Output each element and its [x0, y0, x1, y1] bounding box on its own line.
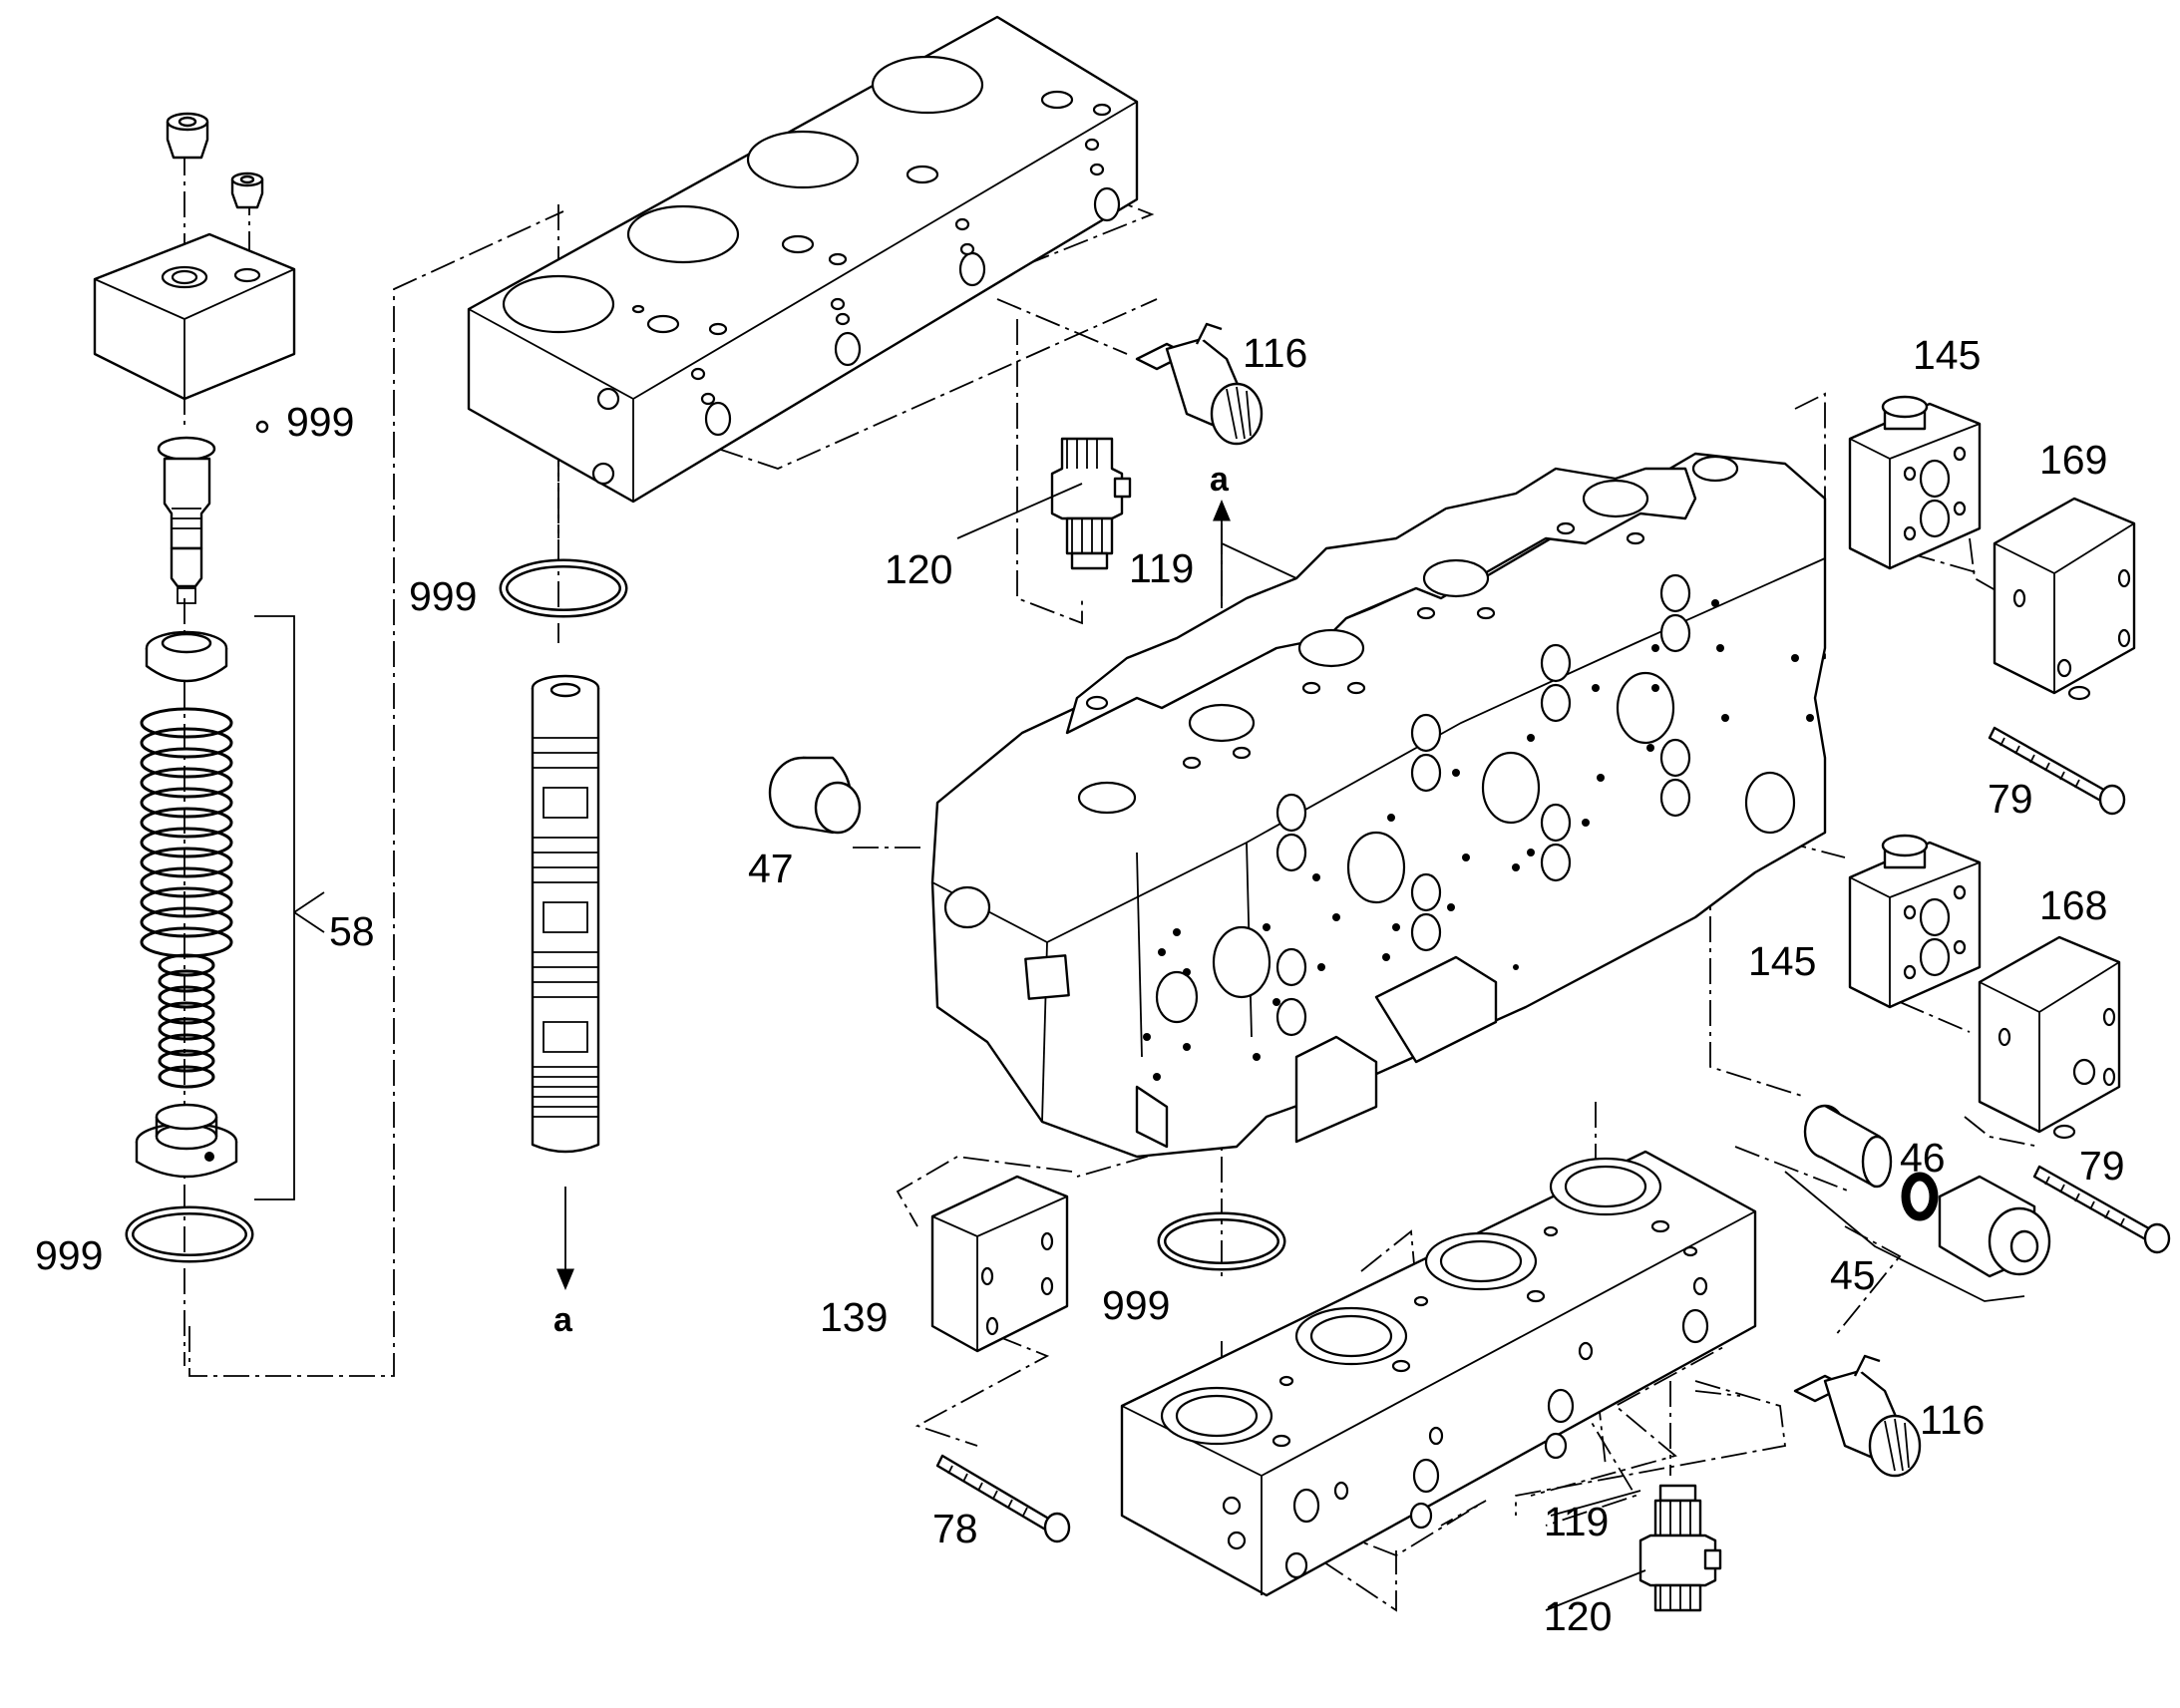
label-169: 169	[2039, 437, 2107, 483]
plug-small-large	[166, 112, 209, 160]
solenoid-116-bottom	[1793, 1354, 1922, 1478]
label-116: 116	[1243, 330, 1307, 376]
label-120: 120	[885, 546, 952, 592]
label-119: 119	[1129, 545, 1194, 591]
block-145-bottom	[1848, 834, 1982, 1009]
sleeve-45	[1803, 1104, 1893, 1189]
block-145-top	[1848, 395, 1982, 570]
label-78: 78	[932, 1506, 978, 1551]
label-a: a	[553, 1301, 573, 1339]
plug-small	[230, 171, 264, 209]
label-999: 999	[35, 1232, 103, 1278]
large-spring	[140, 707, 233, 958]
small-oring	[255, 420, 269, 434]
label-45: 45	[1830, 1252, 1876, 1298]
label-79: 79	[1988, 776, 2033, 822]
label-119: 119	[1544, 1499, 1609, 1544]
check-valve-45	[1938, 1175, 2051, 1278]
small-spring	[158, 953, 215, 1089]
label-a: a	[1210, 461, 1230, 499]
label-168: 168	[2039, 882, 2107, 928]
cartridge-120-bottom	[1638, 1484, 1722, 1612]
piston	[157, 436, 216, 604]
block-169	[1993, 497, 2136, 701]
label-145: 145	[1748, 938, 1816, 984]
label-120: 120	[1544, 1593, 1612, 1639]
part-labels: 999 58 999 999 a a 116 120 119 145 169 7…	[35, 330, 2125, 1639]
leader-lines	[956, 483, 1646, 1611]
cover-block	[93, 232, 296, 401]
block-139	[930, 1175, 1069, 1353]
label-999: 999	[286, 399, 354, 445]
solenoid-116-top	[1135, 322, 1264, 446]
cartridge-120-top	[1050, 437, 1132, 570]
top-valve-block	[467, 15, 1139, 504]
label-999: 999	[409, 573, 477, 619]
bolt-78	[935, 1454, 1071, 1543]
label-79: 79	[2079, 1143, 2125, 1189]
spring-seat-top	[145, 630, 228, 683]
label-139: 139	[820, 1294, 888, 1340]
main-valve-body	[930, 452, 1827, 1159]
bottom-valve-block	[1120, 1150, 1757, 1597]
oring-46	[1901, 1172, 1939, 1221]
bracket-58	[254, 615, 295, 1200]
label-47: 47	[748, 846, 794, 891]
block-168	[1978, 935, 2121, 1140]
label-58: 58	[329, 908, 375, 954]
label-46: 46	[1900, 1135, 1946, 1181]
plug-47	[768, 756, 862, 835]
bolt-79-bottom	[2032, 1165, 2171, 1254]
label-999: 999	[1102, 1282, 1170, 1328]
main-spool	[531, 674, 600, 1154]
label-116: 116	[1920, 1397, 1985, 1443]
spring-seat-bottom	[135, 1103, 238, 1179]
bolt-79-top	[1988, 726, 2126, 816]
label-145: 145	[1913, 332, 1981, 378]
left-valve-stack	[93, 112, 325, 1263]
